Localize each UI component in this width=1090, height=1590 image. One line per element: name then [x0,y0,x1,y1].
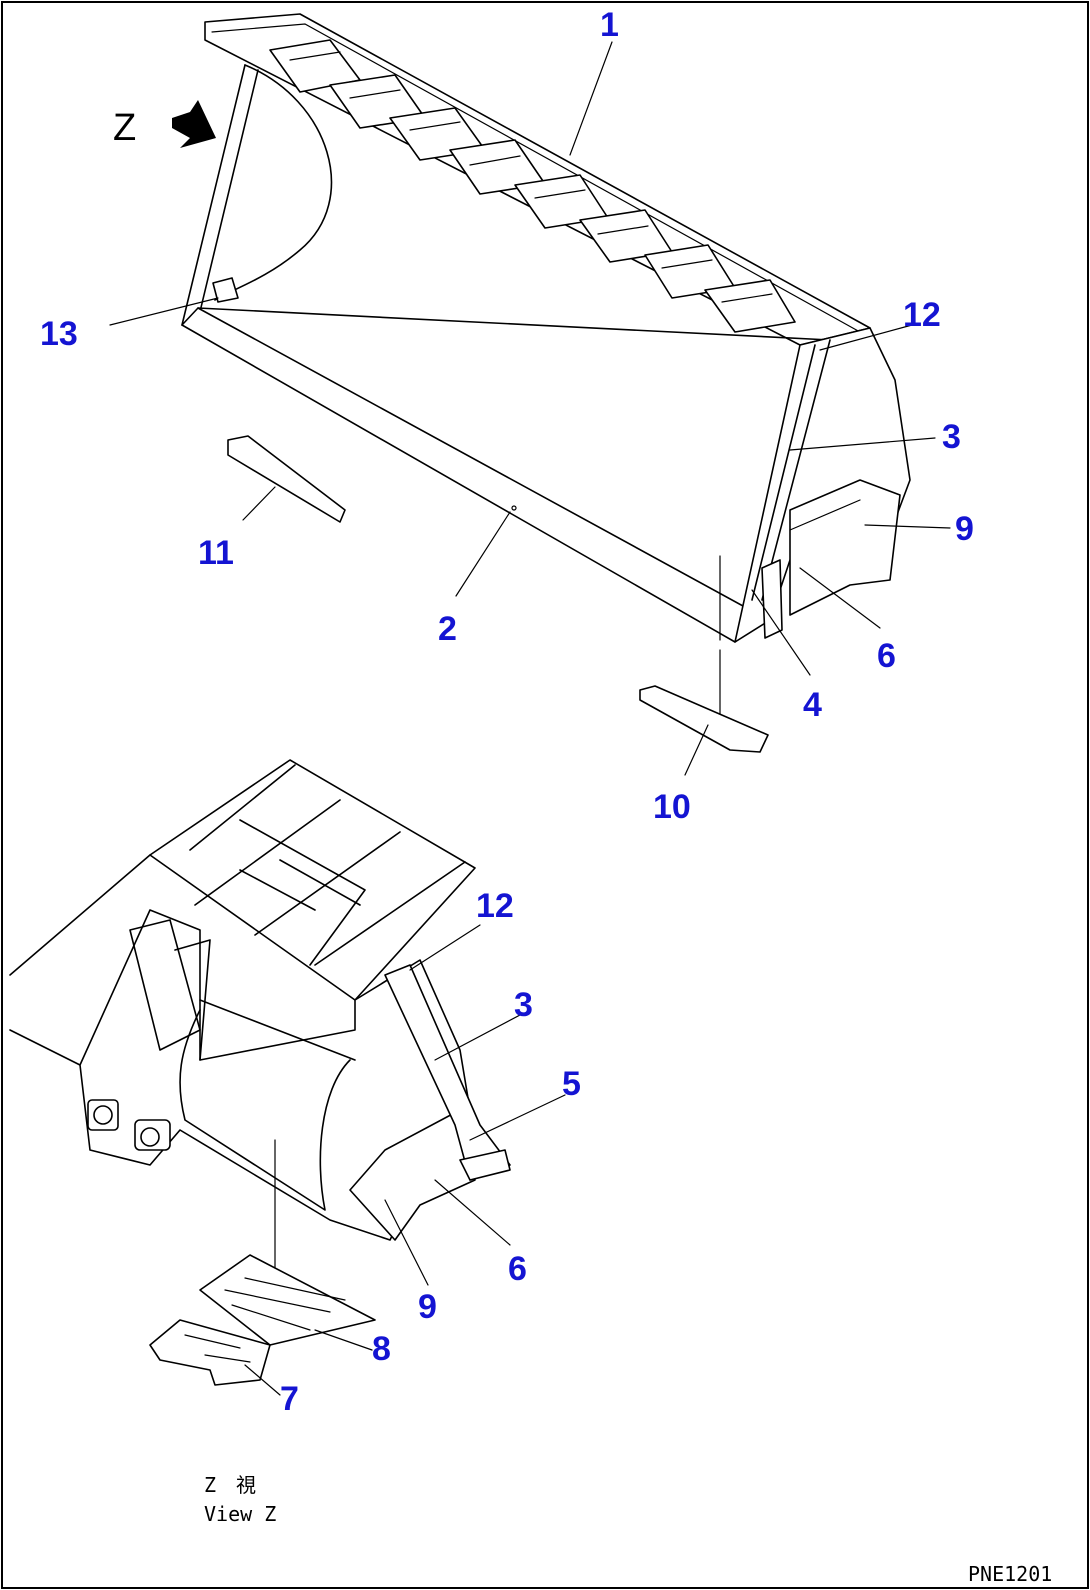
callout-6: 6 [877,637,896,675]
callout-9: 9 [955,510,974,548]
view-caption-jp: Z 視 [204,1473,256,1497]
callout-8: 8 [372,1330,391,1368]
callout-11: 11 [198,534,234,572]
leader-lines [109,41,951,1396]
wear-plate-7 [149,1319,271,1386]
callout-9-rear: 9 [418,1288,437,1326]
bucket-front-view [181,13,911,753]
callout-3: 3 [942,418,961,456]
callout-10: 10 [653,788,691,826]
tooth-10 [639,685,769,753]
callout-6-rear: 6 [508,1250,527,1288]
corner-piece-4 [761,559,783,639]
rear-left-line [9,1029,81,1066]
view-marker-label: Z [113,107,136,149]
rear-curved-panel [179,1009,351,1211]
bucket-rear-view [9,759,511,1386]
corner-5 [459,1149,511,1181]
tooth-11 [227,435,346,523]
left-side-curve [214,64,333,301]
view-z-arrow-icon [172,100,216,148]
callout-7: 7 [280,1380,299,1418]
callout-13: 13 [40,315,78,353]
callout-5: 5 [562,1065,581,1103]
wear-plate-8 [199,1254,376,1346]
drawing-code: PNE1201 [968,1562,1052,1586]
callout-12-rear: 12 [476,887,514,925]
callout-1: 1 [600,6,619,44]
side-protector-9-rear [349,1109,476,1241]
callout-2: 2 [438,610,457,648]
callout-3-rear: 3 [514,986,533,1024]
side-edge-3-rear [384,964,511,1181]
tooth-adapters [269,39,796,333]
hinge-boss-left [87,1099,119,1131]
corner-block-13 [212,277,239,303]
rear-top-frame [149,759,476,1001]
callout-4: 4 [803,686,822,724]
view-caption-en: View Z [204,1502,276,1526]
callout-12: 12 [903,296,941,334]
